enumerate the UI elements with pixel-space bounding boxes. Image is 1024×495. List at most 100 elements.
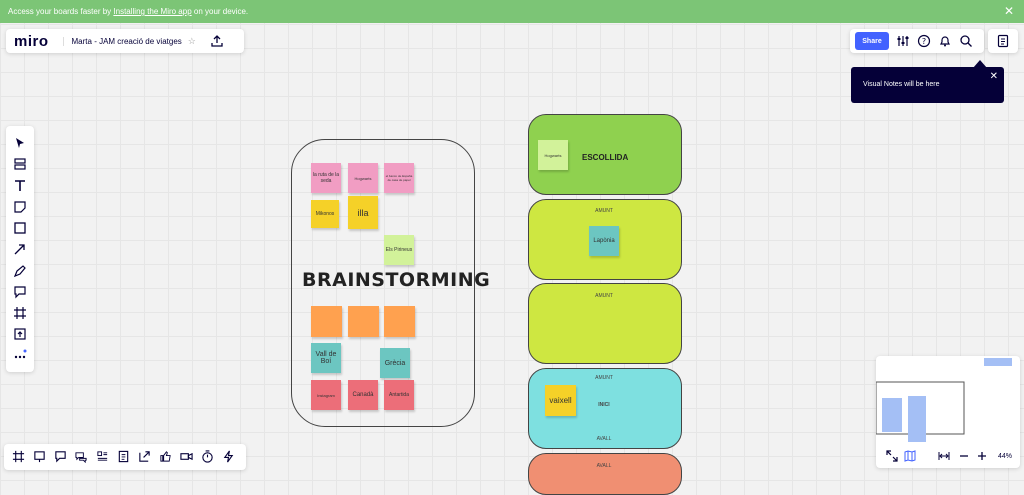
notes-icon [997, 34, 1009, 48]
sticky-note-text: Canadà [352, 392, 374, 398]
share-screen-icon[interactable] [138, 450, 151, 463]
text-icon[interactable] [13, 179, 27, 193]
help-icon[interactable]: ? [917, 34, 931, 48]
frame-icon[interactable] [12, 450, 25, 463]
map-icon[interactable] [904, 450, 916, 462]
search-icon[interactable] [959, 34, 973, 48]
sticky-note[interactable]: Vall de Boí [311, 343, 341, 373]
sticky-note[interactable]: Antartida [384, 380, 414, 410]
present-icon[interactable] [33, 450, 46, 463]
zoom-out-icon[interactable] [958, 450, 970, 462]
minimap-panel[interactable]: 44% [875, 356, 1020, 468]
sticky-note[interactable]: Grècia [380, 348, 410, 378]
sticky-note-text: Lapònia [593, 238, 615, 244]
sticky-note-text: Els Pirineus [385, 247, 413, 253]
sticky-note[interactable]: illa [348, 196, 378, 229]
close-icon[interactable]: ✕ [989, 71, 998, 82]
visual-notes-tooltip: Visual Notes will be here ✕ [851, 67, 1004, 103]
banner-pre-text: Access your boards faster by [8, 7, 114, 16]
cursor-icon[interactable] [13, 136, 27, 150]
sticky-note-text: illa [357, 207, 369, 218]
comment-icon[interactable] [13, 285, 27, 299]
install-app-banner: Access your boards faster by Installing … [0, 0, 1024, 23]
sticky-note-text: Instagram [317, 392, 335, 398]
amunt-label: AMUNT [595, 375, 613, 381]
fit-icon[interactable] [886, 450, 898, 462]
sticky-note[interactable]: Els Pirineus [384, 235, 414, 265]
sticky-note-text: la ruta de la seda [312, 172, 340, 184]
frame-icon[interactable] [13, 306, 27, 320]
video-icon[interactable] [180, 450, 193, 463]
pen-icon[interactable] [13, 264, 27, 278]
arrow-icon[interactable] [13, 242, 27, 256]
sticky-note[interactable] [384, 306, 415, 337]
board-title[interactable]: Marta - JAM creació de viatges [62, 36, 182, 46]
sticky-note-text: Antartida [388, 392, 409, 398]
escollida-label: ESCOLLIDA [582, 153, 629, 162]
minimap-object [984, 358, 1012, 366]
amunt-label: AMUNT [595, 293, 613, 299]
template-icon[interactable] [13, 157, 27, 171]
star-icon[interactable]: ☆ [187, 35, 196, 46]
zoom-in-icon[interactable] [976, 450, 988, 462]
amunt-label: AMUNT [595, 208, 613, 214]
minimap-object [882, 398, 902, 432]
banner-close-icon[interactable]: ✕ [1003, 4, 1014, 18]
lightning-icon[interactable] [222, 450, 235, 463]
sticky-note[interactable]: Canadà [348, 380, 378, 410]
comment-icon[interactable] [54, 450, 67, 463]
board-header-panel: miro Marta - JAM creació de viatges ☆ [6, 29, 244, 53]
sticky-note-text: vaixell [549, 396, 572, 405]
upload-icon[interactable] [13, 327, 27, 341]
sticky-note-text: Grècia [384, 359, 406, 367]
collaboration-toolbar [4, 444, 246, 470]
sticky-note[interactable] [311, 306, 342, 337]
share-button[interactable]: Share [855, 32, 889, 50]
sticky-note-text: Hogwarts [544, 152, 562, 158]
timer-icon[interactable] [201, 450, 214, 463]
shape-icon[interactable] [13, 221, 27, 235]
sticky-note[interactable]: Hogwarts [348, 163, 378, 193]
avall-label: AVALL [596, 463, 612, 469]
amunt-card[interactable] [528, 199, 682, 280]
notes-icon[interactable] [117, 450, 130, 463]
inici-label: INICI [598, 402, 610, 408]
zoom-level[interactable]: 44% [998, 453, 1013, 460]
install-app-link[interactable]: Installing the Miro app [113, 7, 192, 16]
sticky-note[interactable]: Mikonos [311, 200, 339, 228]
sticky-note-text: Hogwarts [354, 175, 372, 181]
cards-icon[interactable] [96, 450, 109, 463]
chat-icon[interactable] [75, 450, 88, 463]
sticky-note[interactable]: el banco de España de casa de papel [384, 163, 414, 193]
miro-logo[interactable]: miro [14, 32, 49, 50]
sticky-note-text: Vall de Boí [315, 351, 337, 365]
sticky-note-text: Mikonos [315, 211, 335, 217]
creation-toolbar [6, 126, 34, 372]
settings-sliders-icon[interactable] [896, 34, 910, 48]
sticky-note-icon[interactable] [13, 200, 27, 214]
visual-notes-button[interactable] [988, 29, 1018, 53]
amunt-card[interactable] [528, 283, 682, 364]
minimap-object [908, 396, 926, 442]
brainstorming-card[interactable] [291, 139, 475, 427]
like-icon[interactable] [159, 450, 172, 463]
avall-label: AVALL [596, 436, 612, 442]
sticky-note[interactable]: Hogwarts [538, 140, 568, 170]
sticky-note[interactable]: Lapònia [589, 226, 619, 256]
export-icon[interactable] [210, 34, 224, 48]
svg-text:?: ? [922, 37, 926, 46]
brainstorming-title: BRAINSTORMING [302, 269, 491, 291]
fit-width-icon[interactable] [938, 450, 950, 462]
sticky-note[interactable]: la ruta de la seda [311, 163, 341, 193]
sticky-note[interactable]: vaixell [545, 385, 576, 416]
tooltip-arrow [973, 60, 987, 68]
sticky-note[interactable]: Instagram [311, 380, 341, 410]
tooltip-text: Visual Notes will be here [863, 81, 940, 88]
sticky-note[interactable] [348, 306, 379, 337]
banner-text: Access your boards faster by Installing … [8, 7, 248, 16]
minimap-view[interactable] [875, 356, 1020, 468]
avall-card[interactable] [528, 453, 682, 495]
more-icon[interactable] [13, 348, 27, 362]
bell-icon[interactable] [938, 34, 952, 48]
collaboration-panel: Share ? [850, 29, 984, 53]
